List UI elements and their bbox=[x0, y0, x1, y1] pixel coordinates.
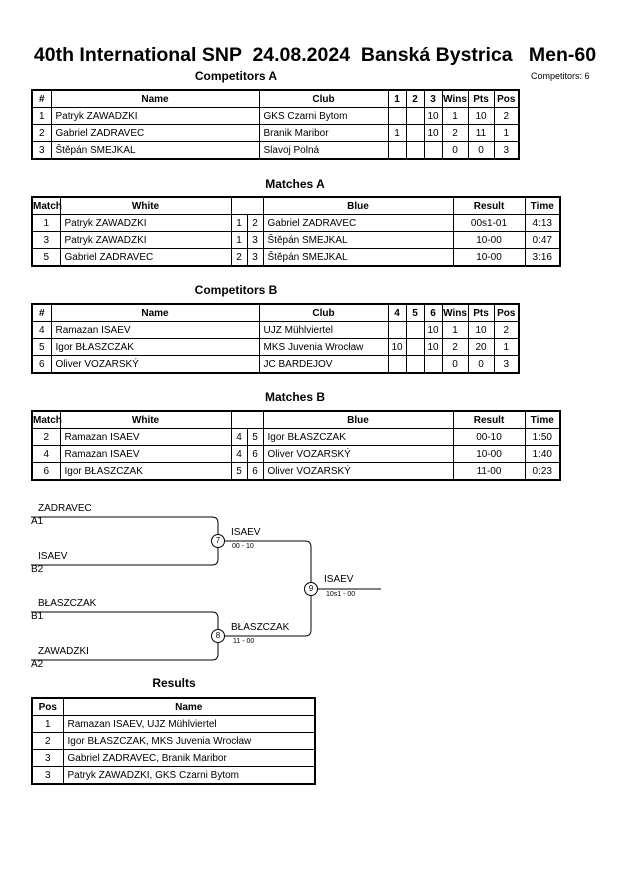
competitors-count: Competitors: 6 bbox=[531, 71, 590, 81]
col-header: Time bbox=[524, 196, 561, 215]
competitors-a-title: Competitors A bbox=[194, 69, 278, 83]
table-row: 2 Igor BŁASZCZAK, MKS Juvenia Wrocław bbox=[31, 732, 316, 750]
col-header: Pos bbox=[31, 697, 64, 716]
cell: 3 bbox=[31, 749, 64, 767]
bracket-slot-name: ZAWADZKI bbox=[38, 646, 89, 657]
competitors-b-title: Competitors B bbox=[194, 283, 278, 297]
table-row: 3 Gabriel ZADRAVEC, Branik Maribor bbox=[31, 749, 316, 767]
match-7-number: 7 bbox=[215, 536, 221, 545]
table-row: 1 Ramazan ISAEV, UJZ Mühlviertel bbox=[31, 715, 316, 733]
cell: 0:47 bbox=[524, 231, 561, 249]
cell: 3 bbox=[31, 231, 61, 249]
bracket-slot-name: BŁASZCZAK bbox=[38, 598, 97, 609]
bracket-slot-seed: B2 bbox=[31, 564, 44, 575]
cell: Gabriel ZADRAVEC, Branik Maribor bbox=[62, 749, 316, 767]
col-header: Name bbox=[62, 697, 316, 716]
table-row: 2 Gabriel ZADRAVEC Branik Maribor 1 10 2… bbox=[31, 124, 520, 142]
match-8-circle bbox=[211, 629, 225, 643]
cell: Oliver VOZARSKÝ bbox=[262, 462, 454, 481]
cell: 10-00 bbox=[452, 248, 526, 267]
table-row: 5 Igor BŁASZCZAK MKS Juvenia Wrocław 10 … bbox=[31, 338, 520, 356]
table-row: 3 Patryk ZAWADZKI, GKS Czarni Bytom bbox=[31, 766, 316, 785]
cell: Štěpán SMEJKAL bbox=[262, 231, 454, 249]
match-7-winner: ISAEV bbox=[231, 527, 261, 538]
matches-b-title: Matches B bbox=[264, 390, 326, 404]
match-8-winner: BŁASZCZAK bbox=[231, 622, 290, 633]
table-header-row: Match White Blue Result Time bbox=[31, 196, 561, 215]
col-header: Pos bbox=[493, 89, 520, 108]
competitors-a-table: # Name Club 1 2 3 Wins Pts Pos 1 Patryk … bbox=[31, 89, 520, 160]
cell: Ramazan ISAEV bbox=[59, 445, 232, 463]
table-row: 1 Patryk ZAWADZKI GKS Czarni Bytom 10 1 … bbox=[31, 107, 520, 125]
bracket-slot-seed: A2 bbox=[31, 659, 44, 670]
table-header-row: Match White Blue Result Time bbox=[31, 410, 561, 429]
table-row: 4 Ramazan ISAEV UJZ Mühlviertel 10 1 10 … bbox=[31, 321, 520, 339]
match-7-score: 00 - 10 bbox=[232, 543, 254, 550]
bracket-slot-seed: B1 bbox=[31, 611, 44, 622]
cell: Slavoj Polná bbox=[258, 141, 389, 160]
matches-b-table: Match White Blue Result Time 2 Ramazan I… bbox=[31, 410, 561, 481]
cell: 10-00 bbox=[452, 445, 526, 463]
cell: 4 bbox=[230, 445, 248, 463]
match-7-circle bbox=[211, 534, 225, 548]
cell: 1 bbox=[493, 124, 520, 142]
competitors-b-table: # Name Club 4 5 6 Wins Pts Pos 4 Ramazan… bbox=[31, 303, 520, 374]
cell: 1:40 bbox=[524, 445, 561, 463]
cell: 2 bbox=[31, 732, 64, 750]
match-8-number: 8 bbox=[215, 631, 221, 640]
cell: 3 bbox=[31, 766, 64, 785]
cell: 3 bbox=[493, 141, 520, 160]
cell: 10-00 bbox=[452, 231, 526, 249]
cell: 5 bbox=[31, 338, 52, 356]
cell: Patryk ZAWADZKI, GKS Czarni Bytom bbox=[62, 766, 316, 785]
bracket-slot-name: ZADRAVEC bbox=[38, 503, 92, 514]
cell: 10 bbox=[423, 338, 443, 356]
cell: 10 bbox=[423, 124, 443, 142]
cell: Branik Maribor bbox=[258, 124, 389, 142]
table-row: 6 Oliver VOZARSKÝ JC BARDEJOV 0 0 3 bbox=[31, 355, 520, 374]
matches-a-table: Match White Blue Result Time 1 Patryk ZA… bbox=[31, 196, 561, 267]
page-title: 40th International SNP 24.08.2024 Banská… bbox=[33, 44, 597, 66]
match-8-score: 11 - 00 bbox=[233, 638, 255, 645]
table-row: 3 Patryk ZAWADZKI 1 3 Štěpán SMEJKAL 10-… bbox=[31, 231, 561, 249]
cell: 3:16 bbox=[524, 248, 561, 267]
table-header-row: # Name Club 1 2 3 Wins Pts Pos bbox=[31, 89, 520, 108]
matches-a-title: Matches A bbox=[265, 177, 325, 191]
cell: 3 bbox=[493, 355, 520, 374]
results-title: Results bbox=[152, 676, 196, 690]
table-row: 6 Igor BŁASZCZAK 5 6 Oliver VOZARSKÝ 11-… bbox=[31, 462, 561, 481]
cell: 6 bbox=[31, 355, 52, 374]
results-table: Pos Name 1 Ramazan ISAEV, UJZ Mühlvierte… bbox=[31, 697, 316, 785]
cell: Ramazan ISAEV, UJZ Mühlviertel bbox=[62, 715, 316, 733]
table-row: 4 Ramazan ISAEV 4 6 Oliver VOZARSKÝ 10-0… bbox=[31, 445, 561, 463]
match-9-number: 9 bbox=[308, 584, 314, 593]
cell: 1 bbox=[31, 715, 64, 733]
cell: 11-00 bbox=[452, 462, 526, 481]
bracket-slot-seed: A1 bbox=[31, 516, 44, 527]
table-row: 3 Štěpán SMEJKAL Slavoj Polná 0 0 3 bbox=[31, 141, 520, 160]
cell: 1 bbox=[493, 338, 520, 356]
match-9-winner: ISAEV bbox=[324, 574, 354, 585]
cell: 0 bbox=[467, 355, 495, 374]
table-row: 5 Gabriel ZADRAVEC 2 3 Štěpán SMEJKAL 10… bbox=[31, 248, 561, 267]
match-9-circle bbox=[304, 582, 318, 596]
match-9-score: 10s1 - 00 bbox=[326, 591, 356, 598]
cell: Štěpán SMEJKAL bbox=[50, 141, 260, 160]
cell: JC BARDEJOV bbox=[258, 355, 389, 374]
bracket-slot-name: ISAEV bbox=[38, 551, 68, 562]
cell: Igor BŁASZCZAK, MKS Juvenia Wrocław bbox=[62, 732, 316, 750]
cell: 0:23 bbox=[524, 462, 561, 481]
table-header-row: Pos Name bbox=[31, 697, 316, 716]
